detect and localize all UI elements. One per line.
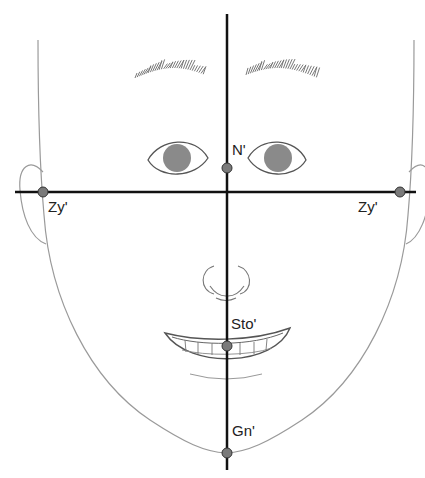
bizygomatic-line — [15, 191, 416, 194]
landmark-points — [38, 163, 405, 458]
right-ear — [406, 165, 425, 244]
label-holder: Zy' — [47, 198, 69, 215]
landmark-label: N' — [231, 141, 247, 158]
right-iris — [264, 144, 292, 172]
landmark-label: Sto' — [230, 315, 257, 332]
right-eye — [248, 142, 306, 174]
reference-lines — [15, 14, 416, 470]
label-holder: N' — [231, 141, 247, 158]
label-holder: Gn' — [231, 422, 256, 439]
facial-midline — [226, 14, 229, 470]
left-ear — [20, 165, 46, 244]
left-eye — [148, 142, 208, 174]
label-holder: Sto' — [230, 315, 257, 332]
landmark-label: Zy' — [357, 198, 379, 215]
left-iris — [163, 144, 191, 172]
landmark-label: Gn' — [231, 422, 256, 439]
label-holder: Zy' — [357, 198, 379, 215]
landmark-label: Zy' — [47, 198, 69, 215]
